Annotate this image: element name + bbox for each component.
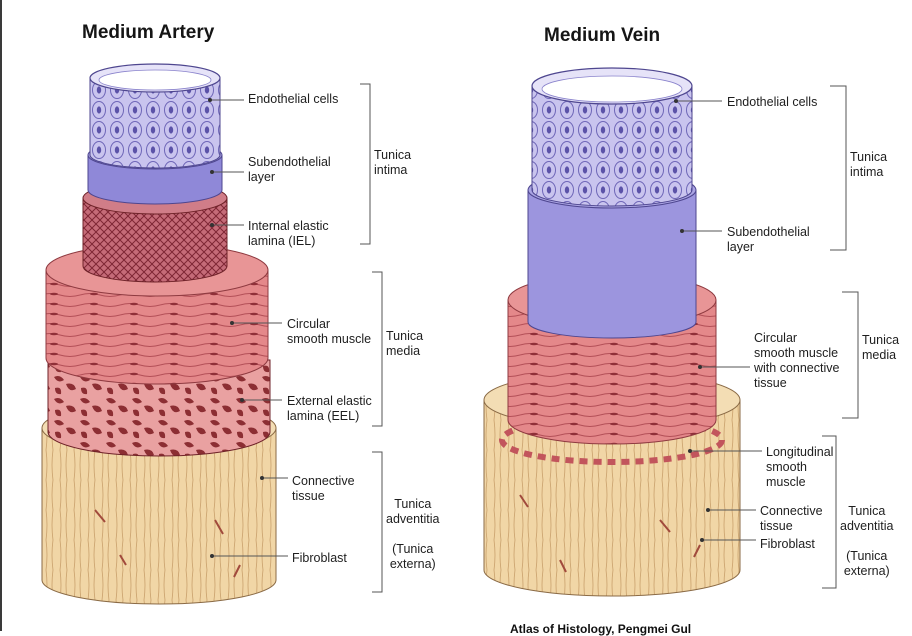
vein-label-longitudinal: Longitudinal smooth muscle	[766, 445, 834, 489]
artery-label-eel: External elastic lamina (EEL)	[287, 394, 372, 423]
vein-label-subendothelial: Subendothelial layer	[727, 225, 810, 254]
vein-label-fibroblast: Fibroblast	[760, 537, 815, 551]
vein-endothelium-layer	[531, 67, 693, 207]
artery-label-iel: Internal elastic lamina (IEL)	[248, 219, 329, 248]
artery-leader-dots	[208, 98, 264, 558]
vein-label-connective: Connective tissue	[760, 504, 823, 533]
artery-label-connective: Connective tissue	[292, 474, 355, 503]
vein-leader-dots	[674, 99, 710, 542]
artery-group-adventitia: Tunica adventitia (Tunica externa)	[386, 497, 440, 571]
artery-group-intima: Tunica intima	[374, 148, 412, 177]
artery-brackets	[360, 83, 383, 593]
artery-group-media: Tunica media	[386, 329, 424, 358]
source-caption: Atlas of Histology, Pengmei Gul	[510, 622, 692, 636]
vein-group-media: Tunica media	[862, 333, 900, 362]
left-border	[0, 0, 2, 631]
artery-eel-layer	[47, 359, 271, 457]
vein-brackets	[822, 85, 859, 589]
artery-leader-lines	[210, 99, 288, 557]
vein-longitudinal-muscle	[499, 415, 725, 465]
artery-label-subendothelial: Subendothelial layer	[248, 155, 331, 184]
artery-label-circular: Circular smooth muscle	[287, 317, 372, 346]
artery-label-endothelial: Endothelial cells	[248, 92, 339, 106]
artery-endothelium-layer	[89, 63, 221, 169]
artery-label-fibroblast: Fibroblast	[292, 551, 347, 565]
vein-title: Medium Vein	[544, 25, 661, 46]
artery-title: Medium Artery	[82, 22, 215, 43]
vein-leader-lines	[676, 100, 762, 541]
vein-group-adventitia: Tunica adventitia (Tunica externa)	[840, 504, 894, 578]
vein-label-endothelial: Endothelial cells	[727, 95, 818, 109]
vein-group-intima: Tunica intima	[850, 150, 888, 179]
vein-label-circular: Circular smooth muscle with connective t…	[754, 331, 840, 390]
